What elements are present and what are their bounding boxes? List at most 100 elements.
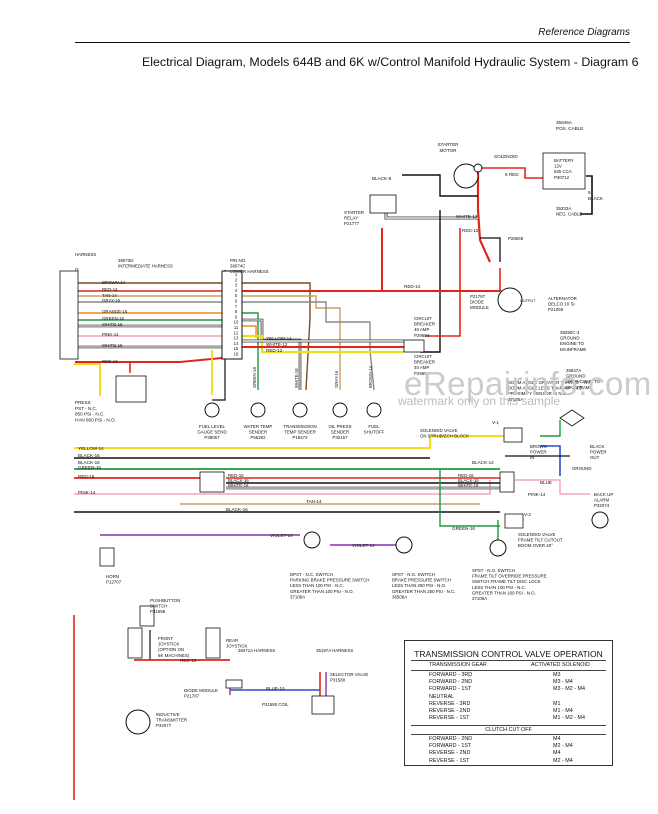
cba-connector-right — [499, 471, 515, 493]
components — [59, 152, 609, 735]
label-pin: 9 — [235, 314, 238, 319]
table-cell-gear: FORWARD - 3RD — [429, 672, 473, 678]
label-solenoid: SOLENOID — [494, 154, 518, 159]
pushbutton-symbol — [139, 605, 155, 627]
wire-green-sender — [242, 312, 259, 390]
table-cell-gear: FORWARD - 2ND — [429, 679, 473, 686]
label-blue-16: BLUE-16 — [266, 686, 285, 691]
label-battery-cable: 35846A — [556, 120, 573, 125]
label-pin: 12 — [234, 330, 239, 335]
label-diode-module: P21787 — [184, 694, 200, 699]
table-cell-solenoid: M4 — [553, 750, 561, 757]
table-rule — [411, 725, 606, 726]
wire-green-power — [540, 420, 561, 437]
label-intermediate-harness: INTERMEDIATE HARNESS — [118, 264, 173, 269]
label-brown-power: POWER — [530, 450, 547, 455]
label-harness-left-no: O. — [75, 267, 80, 272]
label-black-14: BLACK-14 — [472, 460, 494, 465]
table-rule — [411, 660, 606, 661]
lower-harness-connector — [221, 270, 243, 360]
label-violet-14: VIOLET-14 — [270, 533, 293, 538]
table-title: TRANSMISSION CONTROL VALVE OPERATION — [414, 649, 603, 659]
table-cell-gear: REVERSE - 1ST — [429, 757, 470, 764]
label-rear-joystick: JOYSTICK — [226, 644, 248, 649]
table-cell-gear: FORWARD - 2ND — [429, 736, 473, 742]
label-sender: P55282 — [250, 435, 266, 440]
label-backup-alarm: BACK UP — [594, 492, 613, 497]
label-starter-relay: RELAY — [344, 216, 358, 221]
label-ground-oper: MAINFRAME — [566, 385, 592, 390]
label-alternator: P21069 — [548, 307, 564, 312]
label-left-wire: RED-12 — [102, 359, 118, 364]
label-left-wire-2: BLACK-16 — [78, 453, 100, 458]
label-ground-oper: GROUND — [566, 374, 586, 379]
label-inductive: P32077 — [156, 723, 172, 728]
label-pin: 15 — [234, 346, 239, 351]
diode-module-symbol — [225, 679, 243, 689]
watermark: eRepairinfo.com — [404, 365, 652, 402]
pressure-switch-symbol — [115, 375, 147, 403]
label-circuit-breaker-2: P29694 — [414, 371, 430, 376]
solenoid-symbol — [473, 163, 483, 173]
label-white-12: WHITE-12 — [456, 214, 478, 219]
label-pin: 1 — [235, 272, 238, 277]
label-lower-harness: PIN NO. — [230, 258, 246, 263]
table-rule — [411, 670, 606, 671]
label-black-power: POWER — [590, 450, 607, 455]
label-left-wire: ORANGE-16 — [102, 309, 128, 314]
label-ground: GROUND — [572, 466, 592, 471]
wires — [73, 167, 593, 800]
label-sender: TRANSMISSION — [283, 424, 316, 429]
label-ground-engine: 38290C-3 — [560, 330, 580, 335]
wire-brown-sender — [242, 282, 311, 391]
circuit-breaker-symbol — [403, 339, 425, 353]
table-cell-gear: NEUTRAL — [429, 693, 455, 700]
label-circuit-breaker-2: 40 AMP — [414, 365, 429, 370]
wire-p28568 — [480, 237, 501, 262]
label-harness-38471: 38471A HARNESS — [238, 648, 275, 653]
front-joystick-symbol — [127, 627, 143, 659]
label-yellow-14: YELLOW-14 — [266, 336, 292, 341]
label-switch-2: LESS THAN 250 PSI - N.O. — [392, 583, 446, 588]
label-starter-motor: MOTOR — [439, 148, 457, 153]
label-diode-module: DIODE MODULE — [184, 688, 218, 693]
label-circuit-breaker: 40 AMP — [414, 327, 429, 332]
wire-tan-sender — [242, 295, 341, 390]
label-circuit-breaker: CIRCUIT — [414, 316, 432, 321]
label-solenoid-valve: SOLENOID VALVE — [420, 428, 457, 433]
label-sender: SHUTOFF — [364, 430, 385, 435]
table-cell-solenoid: M2 - M4 — [553, 743, 573, 750]
label-switch-3: SPST - N.O. SWITCH — [472, 568, 515, 573]
label-pin: 8 — [235, 309, 238, 314]
label-sender: WATER TEMP — [244, 424, 273, 429]
label-sender-wire: GRAY-16 — [334, 370, 339, 388]
label-6-black: 6 — [588, 190, 591, 195]
label-neg-cable: NEG. CABLE — [556, 212, 582, 217]
label-backup-alarm: ALARM — [594, 498, 609, 503]
intermediate-harness-connector — [59, 270, 79, 360]
wire-6-red — [480, 167, 543, 179]
label-boom: BOOM ANGLE GREATER THAN 40° - N.C. — [508, 380, 593, 385]
label-sender-wire: GREEN-18 — [252, 366, 257, 388]
label-left-wire: BROWN-14 — [102, 280, 126, 285]
label-lower-harness: 38074C — [230, 264, 245, 269]
label-pushbutton: SWITCH — [150, 604, 167, 609]
label-lower-harness: LOWER HARNESS — [230, 269, 269, 274]
rear-joystick-symbol — [205, 627, 221, 659]
wire-yellow-14 — [242, 334, 404, 354]
label-cba-wire: RED-16 — [228, 473, 244, 478]
label-6-black: BLACK — [588, 196, 604, 201]
label-switch-2: 36508A — [392, 594, 407, 599]
cba-connector-left — [199, 471, 225, 493]
label-brown-power: IN — [530, 455, 534, 460]
label-6-red: 6 RED — [505, 172, 519, 177]
